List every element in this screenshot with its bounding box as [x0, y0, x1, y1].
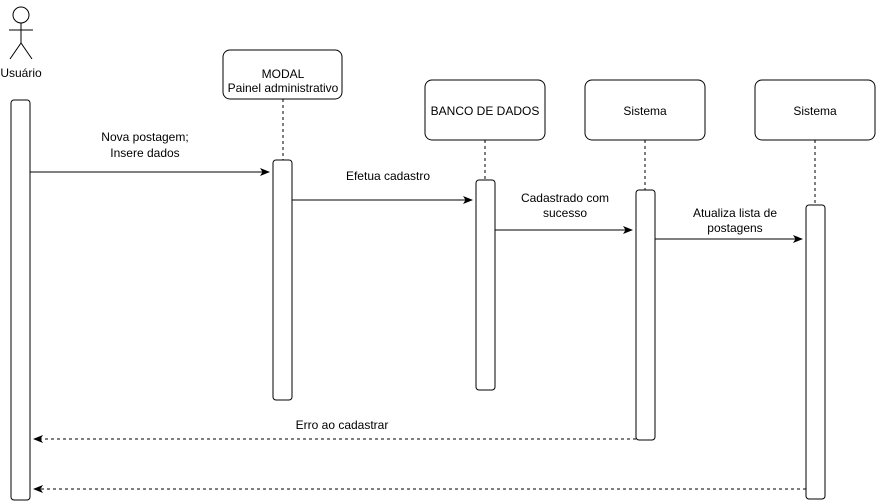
message-nova-postagem: Nova postagem; Insere dados	[30, 130, 270, 176]
participant-label: Sistema	[793, 104, 837, 118]
participant-box	[754, 79, 876, 141]
actor-right-leg	[20, 42, 33, 60]
activation-db	[475, 179, 496, 391]
activation-usuario	[10, 99, 31, 501]
message-cadastrado-com-sucesso: Cadastrado com sucesso	[495, 191, 633, 234]
participant-box	[584, 79, 706, 141]
message-atualiza-lista: Atualiza lista de postagens	[655, 206, 803, 243]
participant-sistema-2: Sistema	[754, 79, 876, 141]
actor-left-leg	[9, 42, 22, 60]
message-label: Nova postagem;	[101, 130, 188, 144]
participant-banco-de-dados: BANCO DE DADOS	[424, 79, 546, 141]
actor-head	[12, 6, 30, 24]
participant-box	[424, 79, 546, 141]
participant-sistema-1: Sistema	[584, 79, 706, 141]
actor-usuario: Usuário	[0, 6, 42, 80]
participant-label: Sistema	[623, 104, 667, 118]
activation-sistema-1	[635, 189, 656, 441]
participant-label: MODAL	[262, 67, 305, 81]
message-label: Insere dados	[110, 146, 179, 160]
participant-box	[222, 49, 343, 100]
message-label: postagens	[707, 221, 762, 235]
participant-label: Painel administrativo	[228, 81, 339, 95]
participant-label: BANCO DE DADOS	[431, 104, 540, 118]
activation-modal	[272, 159, 293, 401]
message-label: sucesso	[543, 206, 587, 220]
message-efetua-cadastro: Efetua cadastro	[292, 169, 473, 204]
participant-modal: MODAL Painel administrativo	[222, 49, 343, 100]
message-erro-ao-cadastrar: Erro ao cadastrar	[33, 418, 636, 443]
message-label: Cadastrado com	[521, 191, 609, 205]
message-label: Efetua cadastro	[346, 169, 430, 183]
activation-sistema-2	[805, 204, 826, 500]
message-label: Erro ao cadastrar	[296, 418, 389, 432]
message-label: Atualiza lista de	[693, 206, 777, 220]
actor-label: Usuário	[0, 66, 42, 80]
